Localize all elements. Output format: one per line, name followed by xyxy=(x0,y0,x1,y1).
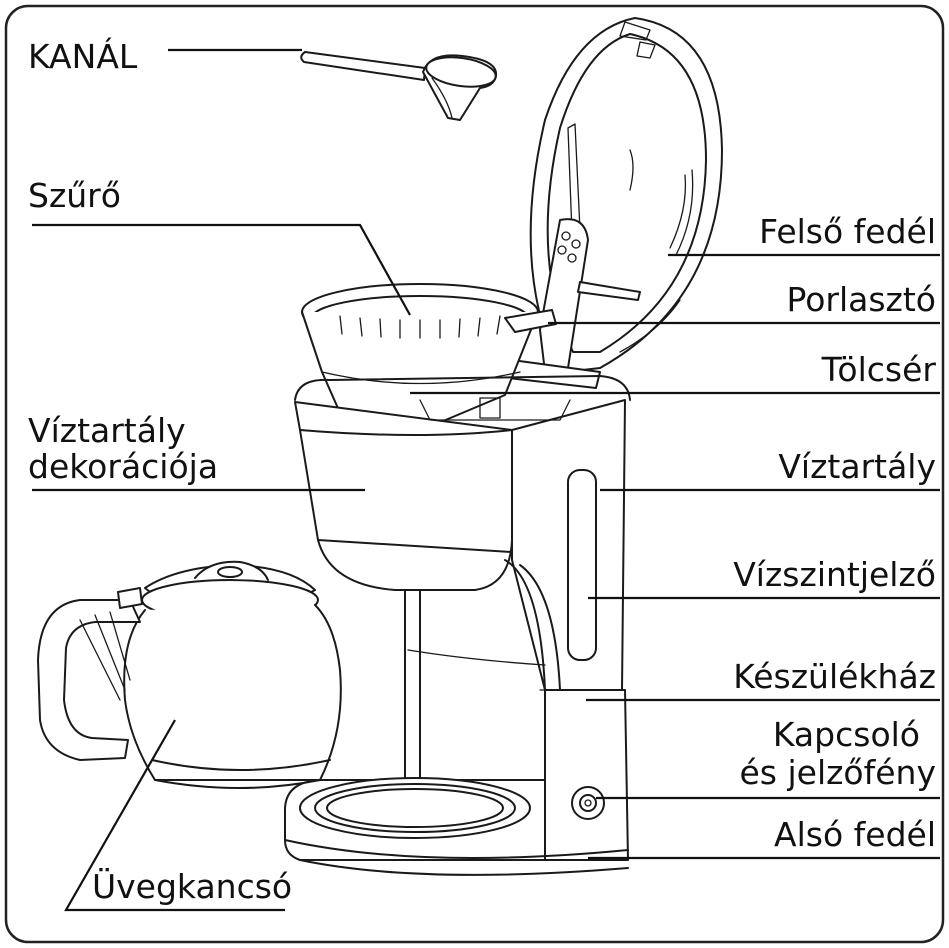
label-tank-decoration-line1: Víztartály xyxy=(28,411,186,450)
label-sprayer: Porlasztó xyxy=(786,280,936,319)
label-glass-jug: Üvegkancsó xyxy=(92,866,292,906)
label-top-lid: Felső fedél xyxy=(759,212,936,251)
label-bottom-cover: Alsó fedél xyxy=(774,815,936,854)
label-switch-line1: Kapcsoló xyxy=(773,715,920,754)
label-water-level-indicator: Vízszintjelző xyxy=(733,555,936,594)
glass-jug-illustration xyxy=(38,562,341,788)
label-spoon: KANÁL xyxy=(28,36,138,76)
label-housing: Készülékház xyxy=(733,657,936,696)
label-switch-line2: és jelzőfény xyxy=(739,753,936,792)
label-water-tank: Víztartály xyxy=(778,447,936,486)
label-tank-decoration-line2: dekorációja xyxy=(28,447,218,486)
label-filter: Szűrő xyxy=(28,176,121,215)
spoon-illustration xyxy=(301,52,497,120)
label-funnel: Tölcsér xyxy=(821,350,937,389)
